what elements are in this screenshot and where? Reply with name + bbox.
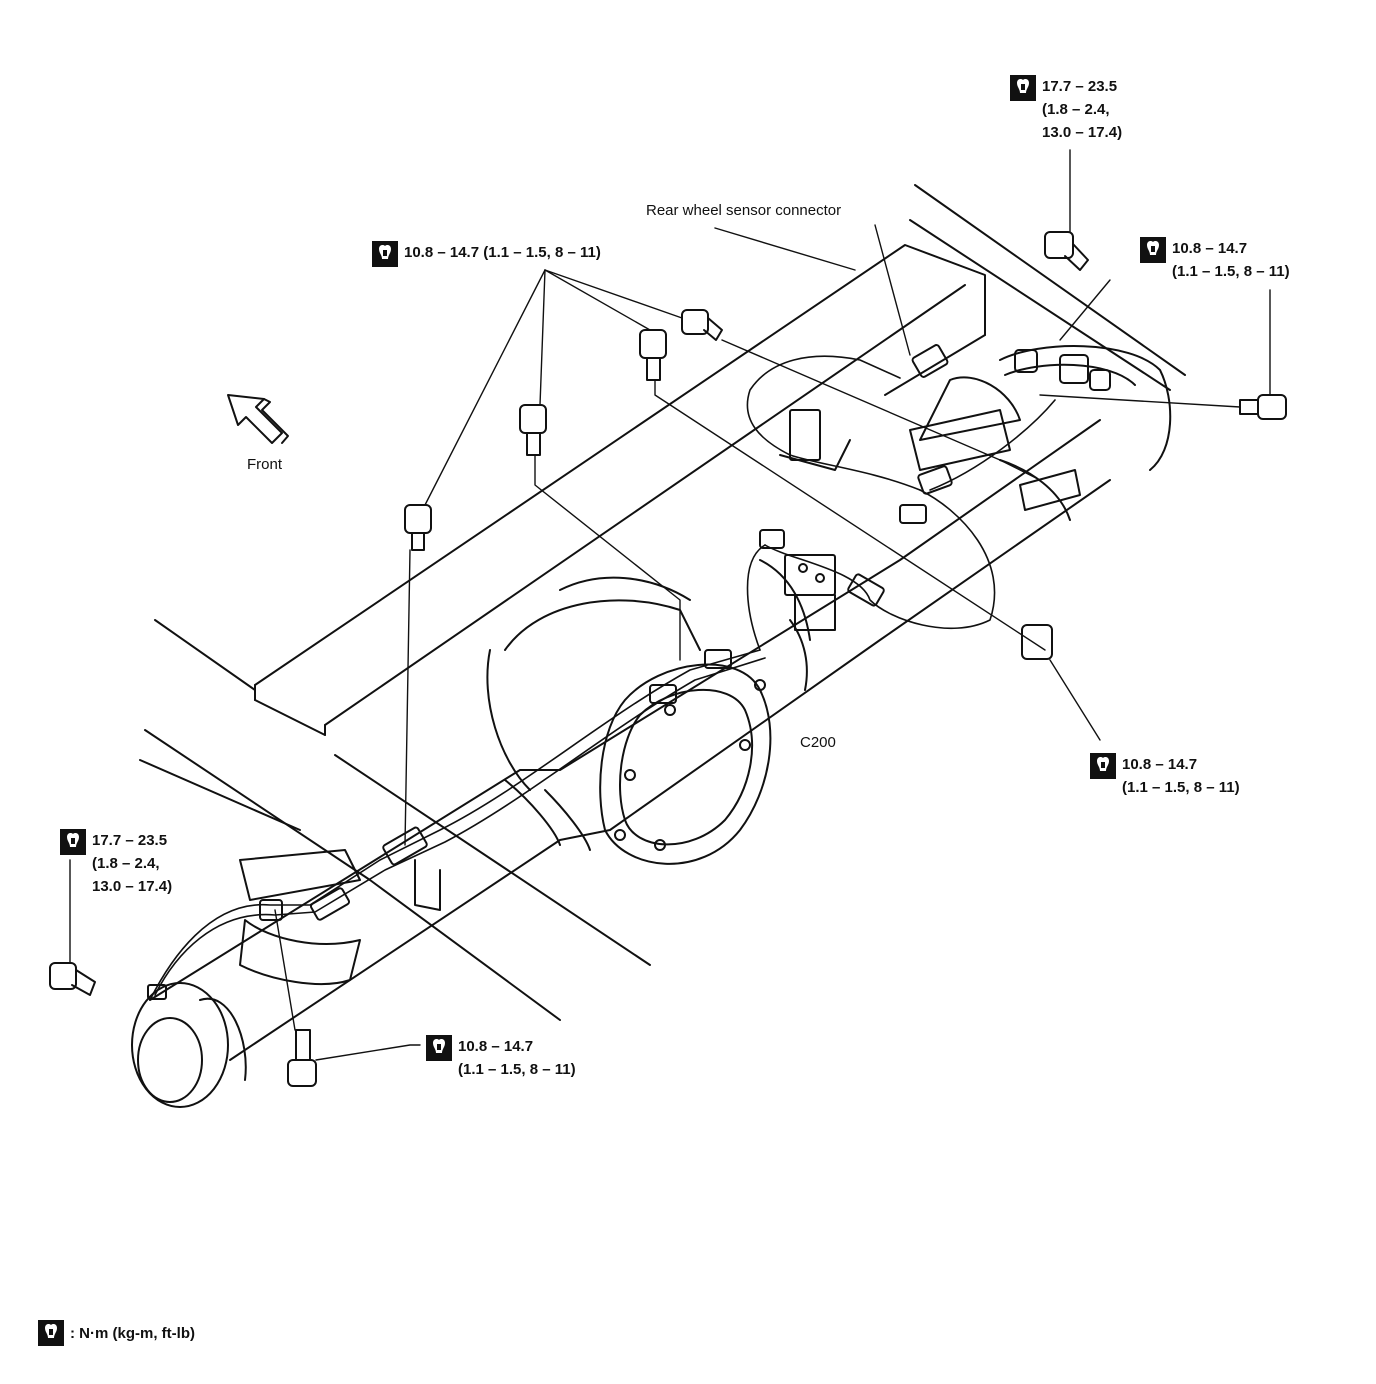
front-arrow-icon xyxy=(227,394,289,444)
connector-id-label: C200 xyxy=(800,734,836,751)
bolt-right-top xyxy=(1044,231,1089,271)
torque-value: (1.8 – 2.4, xyxy=(92,855,160,872)
torque-wrench-icon xyxy=(426,1035,452,1061)
torque-value: (1.8 – 2.4, xyxy=(1042,101,1110,118)
torque-value: 10.8 – 14.7 xyxy=(458,1038,534,1055)
torque-spec: 10.8 – 14.7 (1.1 – 1.5, 8 – 11) xyxy=(372,241,601,267)
rear-wheel-sensor-connector-label: Rear wheel sensor connector xyxy=(646,202,842,219)
leader-lines xyxy=(69,149,1271,1061)
torque-wrench-icon xyxy=(372,241,398,267)
bolt-right-lower xyxy=(1021,624,1053,660)
torque-value: 10.8 – 14.7 (1.1 – 1.5, 8 – 11) xyxy=(404,244,601,261)
legend-unit-text: : N·m (kg-m, ft-lb) xyxy=(70,1324,195,1342)
left-hub xyxy=(131,849,361,1108)
torque-spec: 10.8 – 14.7 (1.1 – 1.5, 8 – 11) xyxy=(1140,237,1290,283)
bolt-frame-2 xyxy=(519,404,547,456)
torque-spec: 17.7 – 23.5 (1.8 – 2.4, 13.0 – 17.4) xyxy=(60,829,172,898)
torque-spec: 17.7 – 23.5 (1.8 – 2.4, 13.0 – 17.4) xyxy=(1010,75,1122,144)
bolt-left-bottom xyxy=(287,1029,317,1087)
bolt-right-side xyxy=(1239,394,1287,420)
torque-spec: 10.8 – 14.7 (1.1 – 1.5, 8 – 11) xyxy=(1090,753,1240,799)
torque-value: 17.7 – 23.5 xyxy=(1042,78,1118,95)
bolts xyxy=(49,231,1287,1087)
torque-value: (1.1 – 1.5, 8 – 11) xyxy=(1172,263,1290,280)
harness-clips xyxy=(147,334,1111,1000)
bolt-left-hub xyxy=(49,962,96,996)
bolt-frame-4 xyxy=(681,309,723,341)
torque-value: 13.0 – 17.4) xyxy=(92,878,173,895)
differential-carrier xyxy=(486,576,772,865)
torque-value: 17.7 – 23.5 xyxy=(92,832,168,849)
torque-wrench-icon xyxy=(1090,753,1116,779)
bolt-frame-1 xyxy=(404,504,432,551)
torque-value: 13.0 – 17.4) xyxy=(1042,124,1123,141)
torque-wrench-icon xyxy=(1010,75,1036,101)
torque-value: (1.1 – 1.5, 8 – 11) xyxy=(458,1061,576,1078)
sensor-harness xyxy=(149,355,1056,1001)
torque-value: 10.8 – 14.7 xyxy=(1122,756,1198,773)
bolt-frame-3 xyxy=(639,329,667,381)
torque-wrench-icon xyxy=(1140,237,1166,263)
right-hub xyxy=(909,345,1172,521)
torque-value: (1.1 – 1.5, 8 – 11) xyxy=(1122,779,1240,796)
torque-unit-legend: : N·m (kg-m, ft-lb) xyxy=(38,1320,195,1346)
torque-wrench-icon xyxy=(38,1320,64,1346)
torque-wrench-icon xyxy=(60,829,86,855)
front-label: Front xyxy=(247,456,283,473)
frame-rails xyxy=(139,184,1186,1021)
torque-spec: 10.8 – 14.7 (1.1 – 1.5, 8 – 11) xyxy=(426,1035,576,1081)
torque-value: 10.8 – 14.7 xyxy=(1172,240,1248,257)
